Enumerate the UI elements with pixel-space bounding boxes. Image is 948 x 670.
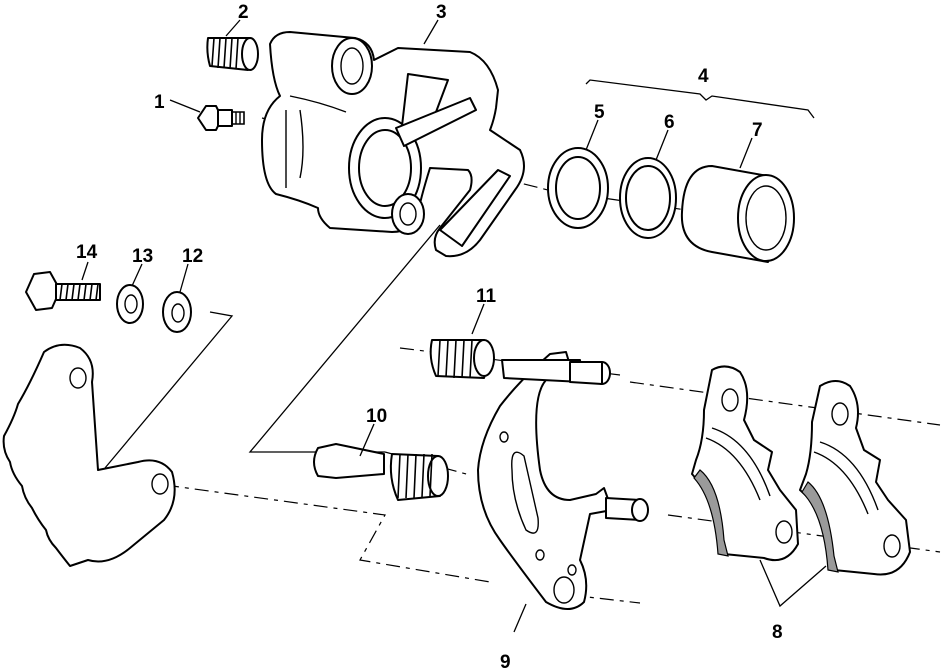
callout-11: 11 — [476, 286, 497, 307]
part-13-lock-washer — [116, 284, 144, 324]
leader-lines — [81, 19, 827, 633]
part-11-slide-pin-boot — [429, 339, 495, 379]
callout-8: 8 — [772, 622, 783, 643]
part-3-caliper-body — [261, 31, 525, 258]
part-2-plug — [206, 37, 259, 71]
part-8-brake-pad-outer — [799, 380, 911, 576]
callout-14: 14 — [76, 242, 98, 263]
callout-9: 9 — [500, 652, 511, 670]
callout-2: 2 — [238, 2, 249, 23]
callout-5: 5 — [594, 102, 605, 123]
part-7-piston — [680, 165, 795, 263]
callout-13: 13 — [132, 246, 153, 267]
callout-6: 6 — [664, 112, 675, 133]
part-10-slide-pin — [313, 443, 449, 501]
mounting-bracket — [2, 343, 176, 567]
part-9-caliper-bracket — [477, 351, 649, 610]
part-8-brake-pad-inner — [691, 365, 799, 562]
part-14-bolt — [25, 271, 101, 311]
part-1-bleeder-screw — [197, 105, 245, 131]
part-5-dust-seal — [547, 147, 609, 229]
callout-7: 7 — [752, 120, 763, 141]
callout-4: 4 — [698, 66, 709, 87]
callout-12: 12 — [182, 246, 203, 267]
part-4-kit-bracket — [585, 79, 815, 119]
part-6-piston-seal — [619, 157, 677, 239]
callout-10: 10 — [366, 406, 387, 427]
callout-labels: 1 2 3 4 5 6 7 8 9 10 11 12 13 14 — [76, 2, 783, 670]
part-12-flat-washer — [162, 291, 192, 333]
callout-3: 3 — [436, 2, 447, 23]
callout-1: 1 — [154, 92, 165, 113]
